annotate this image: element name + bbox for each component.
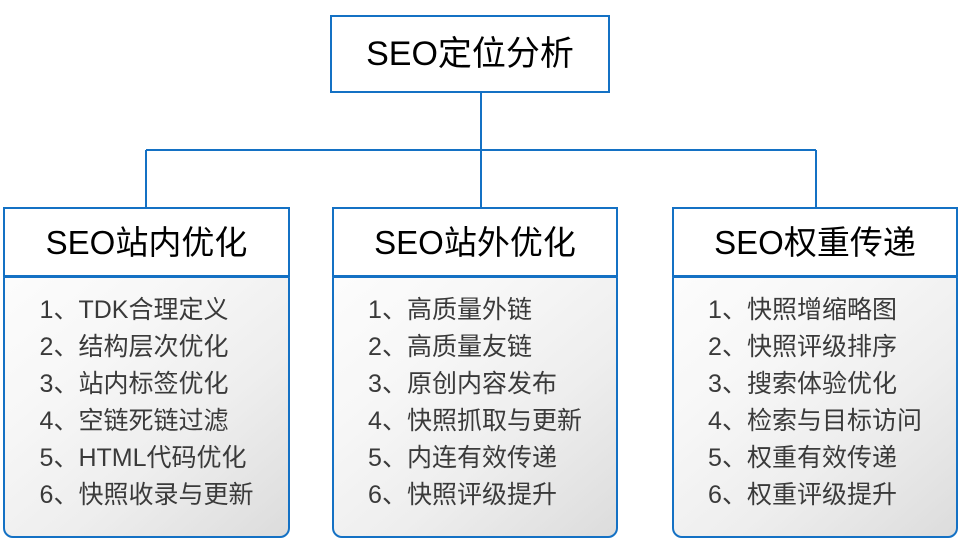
root-node[interactable]: SEO定位分析 (330, 15, 610, 93)
branch-header-1[interactable]: SEO站内优化 (3, 207, 290, 277)
list-item: 1、TDK合理定义 (39, 296, 229, 324)
list-item: 1、高质量外链 (368, 296, 532, 324)
list-item: 2、快照评级排序 (708, 333, 897, 361)
list-item: 4、快照抓取与更新 (368, 407, 582, 435)
list-item: 5、HTML代码优化 (39, 444, 247, 472)
root-node-title: SEO定位分析 (366, 35, 574, 73)
list-item: 5、内连有效传递 (368, 444, 557, 472)
branch-header-3[interactable]: SEO权重传递 (672, 207, 958, 277)
list-item: 4、检索与目标访问 (708, 407, 922, 435)
list-item: 3、站内标签优化 (39, 370, 229, 398)
branch-column-2: SEO站外优化 1、高质量外链 2、高质量友链 3、原创内容发布 4、快照抓取与… (332, 207, 618, 538)
list-item: 6、快照收录与更新 (39, 481, 254, 509)
list-item: 3、搜索体验优化 (708, 370, 897, 398)
list-item: 6、权重评级提升 (708, 481, 897, 509)
branch-header-title-2: SEO站外优化 (374, 223, 576, 261)
branch-header-title-1: SEO站内优化 (45, 223, 248, 261)
list-item: 5、权重有效传递 (708, 444, 897, 472)
branch-column-1: SEO站内优化 1、TDK合理定义 2、结构层次优化 3、站内标签优化 4、空链… (3, 207, 290, 538)
list-item: 2、高质量友链 (368, 333, 532, 361)
branch-header-2[interactable]: SEO站外优化 (332, 207, 618, 277)
list-item: 4、空链死链过滤 (39, 407, 229, 435)
list-item: 6、快照评级提升 (368, 481, 557, 509)
list-item: 3、原创内容发布 (368, 370, 557, 398)
list-item: 2、结构层次优化 (39, 333, 229, 361)
list-item: 1、快照增缩略图 (708, 296, 897, 324)
branch-list-3: 1、快照增缩略图 2、快照评级排序 3、搜索体验优化 4、检索与目标访问 5、权… (672, 276, 958, 538)
branch-list-2: 1、高质量外链 2、高质量友链 3、原创内容发布 4、快照抓取与更新 5、内连有… (332, 276, 618, 538)
branch-header-title-3: SEO权重传递 (714, 223, 916, 261)
branch-column-3: SEO权重传递 1、快照增缩略图 2、快照评级排序 3、搜索体验优化 4、检索与… (672, 207, 958, 538)
branch-list-1: 1、TDK合理定义 2、结构层次优化 3、站内标签优化 4、空链死链过滤 5、H… (3, 276, 290, 538)
